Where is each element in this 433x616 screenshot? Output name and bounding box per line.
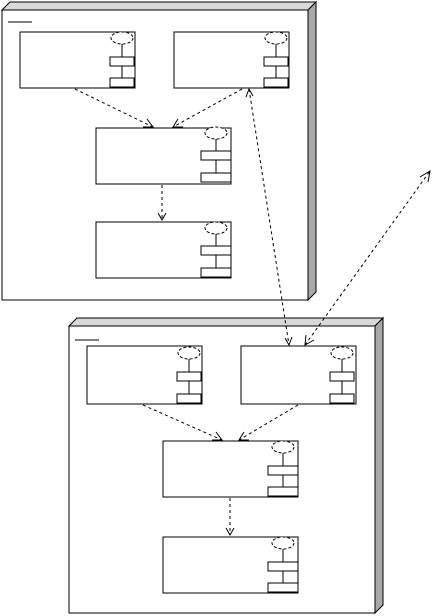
interface-lollipop-icon [177,346,201,360]
dependency-n2c3-to-n2c4[interactable] [225,498,235,537]
component-n1-c3[interactable] [95,126,232,185]
node-2-side-face [374,316,384,615]
component-port-lower [329,393,355,404]
component-n1-c2[interactable] [173,31,290,89]
interface-lollipop-icon [110,31,134,45]
component-port-lower [267,486,299,497]
node-2-top-face [67,317,385,327]
interface-lollipop-icon [271,440,295,454]
interface-lollipop-icon [264,31,288,45]
component-port-lower [200,172,232,183]
dependency-n1c1-to-n1c3[interactable] [74,88,154,128]
component-n2-c2[interactable] [240,345,357,405]
dependency-n2c2-to-n2c3[interactable] [238,404,299,441]
component-port-upper [200,245,232,256]
component-port-upper [329,371,355,382]
interface-lollipop-icon [330,346,354,360]
component-port-lower [267,582,299,593]
dependency-n1c2-to-n2c1[interactable] [245,87,293,347]
component-port-lower [200,267,232,278]
node-1-side-face [307,0,317,302]
component-port-upper [263,56,289,67]
component-n1-c4[interactable] [95,221,232,279]
component-port-upper [200,150,232,161]
dependency-n2c1-to-n2c3[interactable] [142,404,223,441]
interface-lollipop-icon [204,221,228,235]
dependency-n1c3-to-n1c4[interactable] [157,185,167,222]
component-port-lower [263,77,289,88]
dependency-n1c2-to-n1c3[interactable] [172,88,243,128]
component-n2-c3[interactable] [162,440,299,498]
node-1-top-face [0,1,318,11]
component-port-lower [109,77,135,88]
interface-lollipop-icon [271,536,295,550]
component-port-upper [267,561,299,572]
component-port-lower [176,393,202,404]
component-port-upper [176,371,202,382]
component-n1-c1[interactable] [19,31,136,89]
component-port-upper [267,465,299,476]
component-n2-c1[interactable] [86,345,203,405]
component-n2-c4[interactable] [162,536,299,594]
dependency-n2c2-to-external[interactable] [304,170,431,346]
interface-lollipop-icon [204,126,228,140]
component-port-upper [109,56,135,67]
